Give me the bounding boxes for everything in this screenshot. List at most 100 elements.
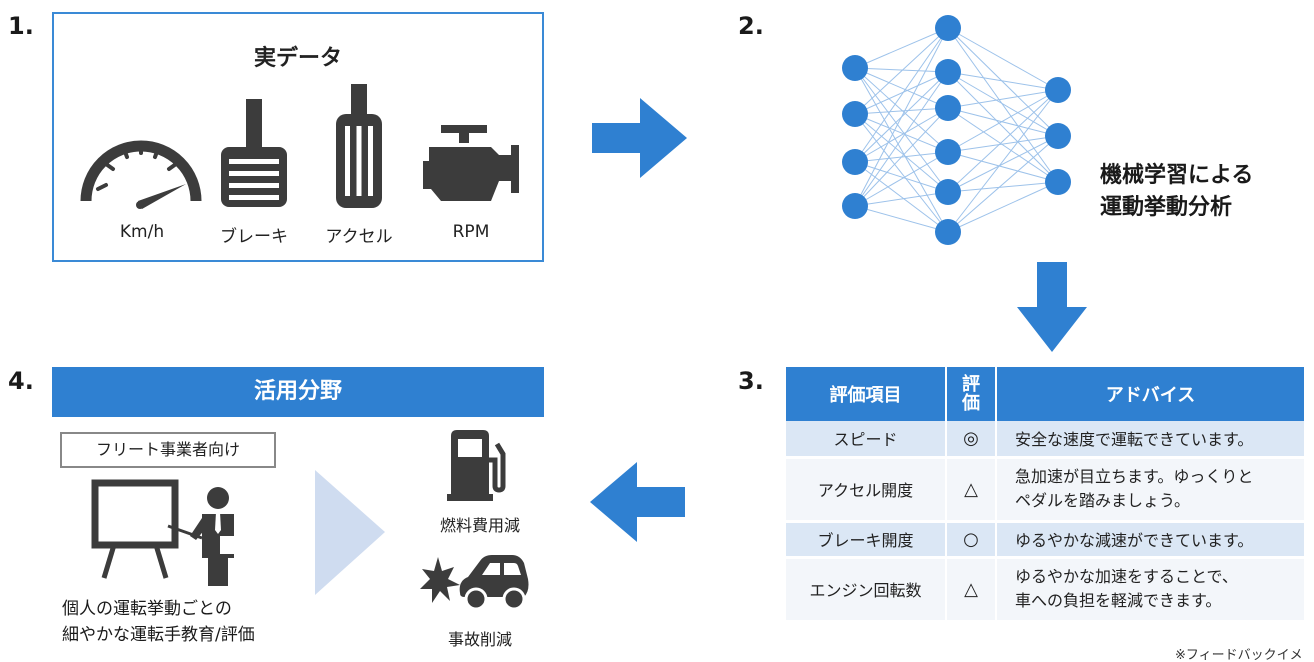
nn-node xyxy=(1045,169,1071,195)
accelerator-pedal-icon xyxy=(336,84,382,208)
row-advice: ゆるやかな減速ができています。 xyxy=(996,521,1304,559)
row-advice-line1: ゆるやかな加速をすることで、 xyxy=(1015,567,1238,586)
nn-connection xyxy=(854,27,949,115)
brake-pedal-icon xyxy=(221,99,287,207)
table-row: アクセル開度 △ 急加速が目立ちます。ゆっくりと ペダルを踏みましょう。 xyxy=(786,457,1304,523)
nn-connection xyxy=(854,27,949,69)
nn-connection xyxy=(947,151,1059,183)
caption-line1: 個人の運転挙動ごとの xyxy=(62,599,232,619)
nn-connection xyxy=(947,27,1059,137)
nn-connection xyxy=(947,71,1059,183)
row-rating: △ xyxy=(946,457,997,523)
caption-line2: 細やかな運転手教育/評価 xyxy=(62,625,255,645)
fuel-label: 燃料費用減 xyxy=(439,516,520,535)
nn-connection xyxy=(947,107,1059,137)
header-rating-line2: 価 xyxy=(962,393,980,414)
nn-node xyxy=(842,55,868,81)
nn-connection xyxy=(947,89,1059,193)
nn-connection xyxy=(854,71,949,115)
nn-connection xyxy=(947,27,1059,91)
table-header-row: 評価項目 評 価 アドバイス xyxy=(786,367,1304,421)
nn-connection xyxy=(947,71,1059,91)
ml-label-line2: 運動挙動分析 xyxy=(1100,195,1233,220)
nn-connection xyxy=(854,27,949,207)
step-number-4: 4. xyxy=(8,367,34,395)
step-number-1: 1. xyxy=(8,12,34,40)
nn-connection xyxy=(854,67,949,193)
nn-connection xyxy=(947,135,1059,153)
real-data-panel: 実データ xyxy=(52,12,544,262)
icon-label-rpm: RPM xyxy=(452,222,490,242)
car-accident-icon xyxy=(420,555,529,611)
nn-connection xyxy=(947,89,1059,109)
header-rating-line1: 評 xyxy=(962,374,980,395)
nn-connection xyxy=(854,67,949,153)
nn-connection xyxy=(947,89,1059,153)
nn-node xyxy=(842,193,868,219)
row-item: ブレーキ開度 xyxy=(786,521,947,559)
row-advice-line2: 車への負担を軽減できます。 xyxy=(1015,591,1222,610)
step-number-3: 3. xyxy=(738,367,764,395)
nn-connection xyxy=(854,107,949,163)
row-item: スピード xyxy=(786,421,947,459)
row-rating: ◎ xyxy=(946,421,997,459)
feedback-note: ※フィードバックイメージ xyxy=(1175,648,1303,662)
nn-node xyxy=(842,149,868,175)
nn-connection xyxy=(854,113,949,153)
nn-connection xyxy=(854,67,949,109)
header-item: 評価項目 xyxy=(786,367,947,421)
arrow-down-icon xyxy=(1017,262,1087,352)
accident-label: 事故削減 xyxy=(447,630,512,649)
nn-node xyxy=(935,15,961,41)
nn-node xyxy=(1045,77,1071,103)
row-item: エンジン回転数 xyxy=(786,557,947,623)
nn-connection xyxy=(947,135,1059,193)
row-rating: ○ xyxy=(946,521,997,559)
row-advice: ゆるやかな加速をすることで、 車への負担を軽減できます。 xyxy=(996,557,1304,623)
table-row: ブレーキ開度 ○ ゆるやかな減速ができています。 xyxy=(786,521,1304,559)
nn-connection xyxy=(947,107,1059,183)
nn-connection xyxy=(854,71,949,207)
nn-connection xyxy=(854,107,949,207)
presenter-icon xyxy=(91,479,234,586)
row-item: アクセル開度 xyxy=(786,457,947,523)
table-row: エンジン回転数 △ ゆるやかな加速をすることで、 車への負担を軽減できます。 xyxy=(786,557,1304,623)
chevron-right-icon xyxy=(315,470,385,595)
speedometer-icon xyxy=(80,140,202,209)
arrow-right-icon xyxy=(592,98,687,178)
row-advice-line1: ゆるやかな減速ができています。 xyxy=(1015,531,1254,550)
nn-connection xyxy=(947,71,1059,137)
nn-connection xyxy=(854,113,949,193)
nn-node xyxy=(842,101,868,127)
nn-connection xyxy=(854,27,949,163)
nn-connection xyxy=(854,67,949,73)
icon-label-brake: ブレーキ xyxy=(220,227,288,247)
nn-connection xyxy=(854,113,949,233)
nn-connection xyxy=(947,89,1059,233)
nn-connection xyxy=(854,107,949,115)
real-data-title: 実データ xyxy=(253,46,342,71)
nn-node xyxy=(935,139,961,165)
row-rating: △ xyxy=(946,557,997,623)
nn-connection xyxy=(947,135,1059,233)
nn-connection xyxy=(947,181,1059,193)
nn-connection xyxy=(854,67,949,233)
row-advice-line1: 安全な速度で運転できています。 xyxy=(1015,430,1254,450)
row-advice-line1: 急加速が目立ちます。ゆっくりと xyxy=(1015,467,1254,486)
nn-connection xyxy=(947,181,1059,233)
nn-node xyxy=(1045,123,1071,149)
education-caption: 個人の運転挙動ごとの 細やかな運転手教育/評価 xyxy=(62,596,255,648)
nn-connection xyxy=(854,205,949,233)
row-advice-line2: ペダルを踏みましょう。 xyxy=(1015,491,1191,510)
nn-connection xyxy=(854,161,949,233)
header-rating: 評 価 xyxy=(946,367,997,421)
engine-icon xyxy=(423,125,519,201)
neural-network-diagram xyxy=(842,15,1071,245)
nn-node xyxy=(935,219,961,245)
step-number-2: 2. xyxy=(738,12,764,40)
row-advice: 安全な速度で運転できています。 xyxy=(996,421,1304,459)
ml-label-line1: 機械学習による xyxy=(1100,163,1254,188)
nn-connection xyxy=(854,191,949,207)
fleet-label: フリート事業者向け xyxy=(60,432,276,468)
fuel-pump-icon xyxy=(447,430,506,501)
